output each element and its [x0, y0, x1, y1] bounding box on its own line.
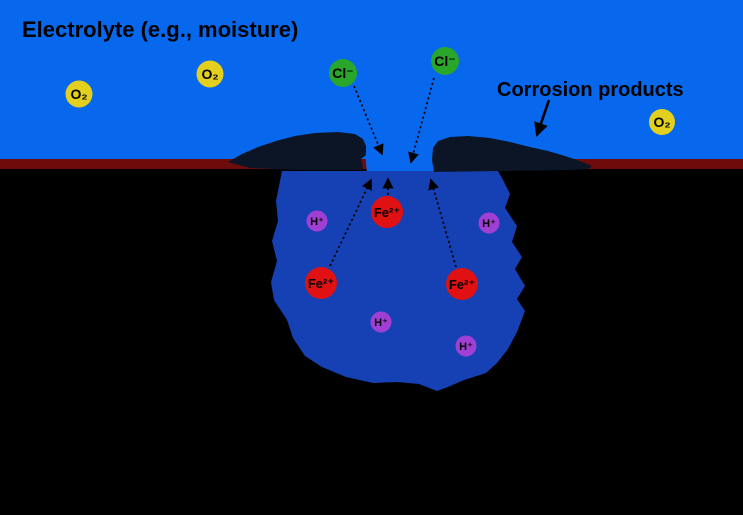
iron-ion: Fe²⁺: [371, 196, 403, 228]
oxygen-molecule: O₂: [65, 80, 93, 108]
iron-dissolution-arrow-left: [329, 178, 372, 267]
oxygen-circle: [65, 80, 93, 108]
oxygen-circle: [649, 109, 675, 135]
hydrogen-ion: H⁺: [370, 311, 392, 333]
hydrogen-circle: [478, 212, 500, 234]
hydrogen-ion: H⁺: [455, 335, 477, 357]
ion-label: O₂: [653, 114, 670, 130]
ion-label: H⁺: [310, 216, 324, 228]
corrosion-products-pointer-arrow: [534, 99, 551, 138]
hydrogen-ion: H⁺: [478, 212, 500, 234]
oxygen-circle: [196, 60, 224, 88]
hydrogen-circle: [370, 311, 392, 333]
ion-label: Fe²⁺: [374, 205, 400, 220]
oxygen-molecule: O₂: [649, 109, 675, 135]
electrolyte-label: Electrolyte (e.g., moisture): [22, 17, 298, 42]
ion-label: O₂: [70, 86, 87, 102]
ion-label: Cl⁻: [434, 53, 455, 69]
chloride-ion: Cl⁻: [329, 59, 357, 87]
corrosion-product-mound-left: [228, 132, 366, 170]
iron-circle: [446, 268, 478, 300]
hydrogen-ion: H⁺: [306, 210, 328, 232]
ion-label: Fe²⁺: [308, 276, 334, 291]
chloride-migration-arrow-left: [353, 85, 384, 156]
iron-circle: [305, 267, 337, 299]
iron-dissolution-arrow-right: [428, 178, 457, 268]
pit-cavity: [271, 171, 525, 391]
ion-label: H⁺: [459, 341, 473, 353]
ion-label: H⁺: [374, 317, 388, 329]
hydrogen-circle: [455, 335, 477, 357]
corrosion-product-mound-right: [432, 136, 592, 172]
chloride-circle: [329, 59, 357, 87]
electrolyte-region: [0, 0, 743, 159]
iron-ion: Fe²⁺: [305, 267, 337, 299]
chloride-ion: Cl⁻: [431, 47, 459, 75]
ion-label: H⁺: [482, 218, 496, 230]
corrosion-products-label: Corrosion products: [497, 79, 684, 101]
ion-label: O₂: [201, 66, 218, 82]
chloride-circle: [431, 47, 459, 75]
hydrogen-circle: [306, 210, 328, 232]
ion-label: Fe²⁺: [449, 277, 475, 292]
iron-ion: Fe²⁺: [446, 268, 478, 300]
ion-label: Cl⁻: [332, 65, 353, 81]
oxygen-molecule: O₂: [196, 60, 224, 88]
iron-circle: [371, 196, 403, 228]
pit-mouth-channel: [364, 143, 438, 173]
